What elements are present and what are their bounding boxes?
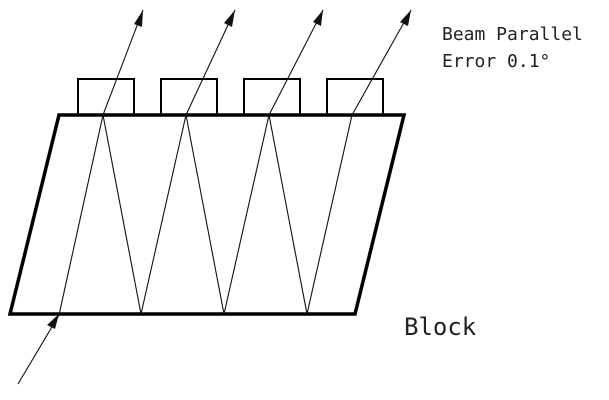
tab-group (77, 78, 384, 116)
beam-out-2 (185, 9, 236, 116)
arrowhead-out-4 (400, 10, 411, 26)
beam-out-3 (268, 9, 324, 116)
arrowheads (47, 10, 411, 329)
annotation-line-2: Error 0.1° (442, 51, 550, 72)
block-label: Block (404, 313, 477, 341)
beam-incoming (17, 114, 104, 385)
block-parallelogram (7, 113, 407, 316)
beam-path (17, 9, 412, 385)
arrowhead-out-2 (224, 10, 235, 27)
tab-1 (77, 78, 135, 116)
arrowhead-out-3 (313, 10, 323, 26)
annotation-line-1: Beam Parallel (442, 24, 583, 45)
arrowhead-incoming (47, 314, 59, 329)
arrowhead-out-1 (134, 10, 143, 27)
beam-out-4 (351, 9, 412, 116)
beam-out-1 (102, 9, 144, 116)
beam-zigzag (102, 114, 353, 315)
